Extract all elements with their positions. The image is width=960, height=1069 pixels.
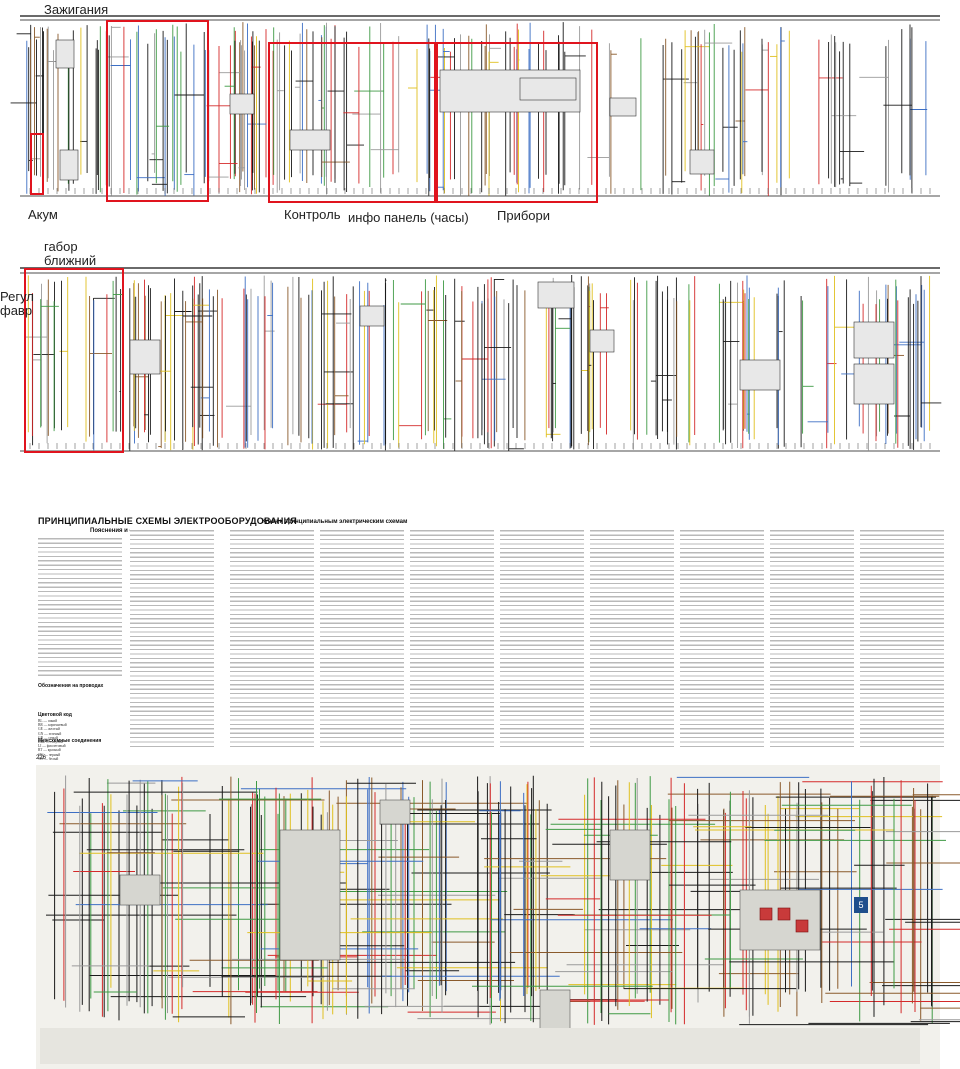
component-block — [519, 77, 577, 101]
text-column — [680, 528, 764, 750]
info-panel-label: инфо панель (часы) — [348, 210, 469, 225]
component-block — [229, 93, 255, 115]
component-block — [795, 919, 809, 933]
component-block — [59, 149, 79, 181]
text-column — [770, 528, 854, 750]
key-heading: Ключ к принципиальным электрическим схем… — [262, 519, 408, 525]
text-column — [38, 536, 122, 676]
color-code-item: GR — серый — [38, 735, 58, 740]
component-block — [379, 799, 411, 825]
text-column — [590, 528, 674, 750]
component-block — [777, 907, 791, 921]
control-highlight-box — [268, 42, 436, 203]
component-block — [759, 907, 773, 921]
component-block — [289, 129, 331, 151]
component-block — [279, 829, 341, 961]
text-column — [230, 528, 314, 750]
text-column — [130, 528, 214, 750]
component-block — [609, 829, 651, 881]
ignition-label: Зажигания — [44, 2, 109, 17]
component-block — [55, 39, 75, 69]
component-block — [589, 329, 615, 353]
instruments-highlight-box — [436, 42, 598, 203]
instruments-label: Прибори — [497, 208, 551, 223]
text-column — [320, 528, 404, 750]
color-code-item: RT — красный — [38, 748, 61, 753]
component-block — [539, 989, 571, 1031]
component-block — [609, 97, 637, 117]
headlight-reg-label: Регул фавр — [0, 289, 34, 318]
wire-marks-heading: Обозначения на проводах — [38, 683, 104, 689]
color-code-item: LI — фиолетовый — [38, 744, 66, 749]
headlight-reg-highlight-box — [24, 268, 124, 453]
text-column — [500, 528, 584, 750]
color-code-item: HBL — голубой — [38, 740, 63, 745]
component-block — [119, 874, 161, 906]
color-code-item: BR — коричневый — [38, 723, 67, 728]
component-block — [853, 321, 895, 359]
control-label: Контроль — [284, 207, 341, 222]
color-code-item: WS — белый — [38, 756, 59, 761]
color-code-item: GN — зеленый — [38, 731, 62, 736]
ignition-highlight-box — [106, 20, 209, 202]
battery-label: Акум — [28, 207, 58, 222]
color-code-list: BL — синий BR — коричневый GE — желтый G… — [38, 719, 67, 761]
color-code-item: SW — черный — [38, 752, 61, 757]
abbreviations-heading: Пояснения и сокращения — [90, 528, 166, 534]
connections-heading: Межсхемные соединения — [38, 738, 102, 744]
component-block — [739, 359, 781, 391]
text-column — [860, 528, 944, 750]
component-block — [129, 339, 161, 375]
battery-highlight-box — [30, 133, 44, 195]
component-block — [359, 305, 385, 327]
page-badge: 5 — [854, 897, 868, 913]
parking-light-label: габор ближний — [44, 239, 97, 268]
color-code-item: BL — синий — [38, 719, 58, 723]
caption-text-block — [40, 1028, 920, 1064]
page-number: 226 — [36, 755, 47, 761]
component-block — [853, 363, 895, 405]
component-block — [537, 281, 575, 309]
component-block — [689, 149, 715, 175]
document-title: ПРИНЦИПИАЛЬНЫЕ СХЕМЫ ЭЛЕКТРООБОРУДОВАНИЯ — [38, 516, 297, 526]
text-column — [410, 528, 494, 750]
color-code-heading: Цветовой код — [38, 712, 72, 718]
color-code-item: GE — желтый — [38, 727, 60, 732]
